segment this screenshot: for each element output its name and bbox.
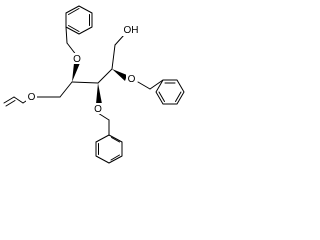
bond-c2-c3 [71, 81, 99, 84]
oxygen-label-right: O [128, 74, 136, 85]
bond-c3-c4 [97, 68, 113, 84]
oxygen-label-middle: O [94, 104, 102, 115]
benzene-ring-bottom [95, 134, 123, 164]
bond-ch2-oh [114, 34, 125, 46]
bond-oxygen-middle-ch2 [97, 112, 110, 121]
hydroxyl-label: OH [124, 25, 139, 36]
bond-ring-top-ch2 [65, 26, 68, 44]
benzene-ring-right [155, 79, 185, 105]
wedge-c3-oxygen-middle [96, 83, 102, 104]
oxygen-label-top: O [73, 54, 81, 65]
bond-oxygen-right-ch2 [137, 81, 151, 90]
oxygen-label-allyl: O [28, 92, 36, 103]
wedge-c4-oxygen-right [112, 69, 127, 81]
bond-ch2-ring-right [149, 79, 164, 90]
molecule-structure: O O O O OH [3, 5, 185, 164]
bond-c4-ch2oh [111, 44, 116, 70]
benzene-ring-top [65, 5, 93, 35]
wedge-c2-oxygen-top [72, 63, 80, 82]
bond-ch2-c2 [59, 81, 73, 98]
